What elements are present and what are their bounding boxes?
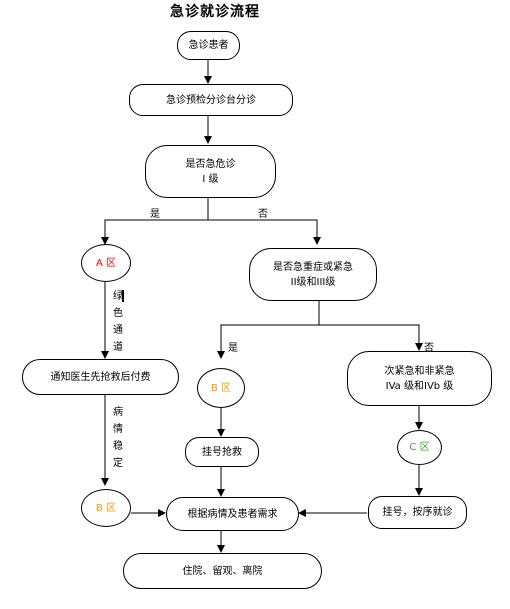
label-stable: 病 情 稳 定 — [113, 407, 123, 469]
label-no-1: 否 — [258, 209, 268, 220]
node-outcome: 住院、留观、离院 — [123, 553, 322, 589]
node-zone-b-left: B 区 — [81, 489, 131, 527]
node-patient: 急诊患者 — [177, 31, 240, 60]
node-q1-line2: I 级 — [202, 173, 219, 185]
edge-q1-branch — [104, 219, 318, 241]
node-q2-line1: 是否急重症或紧急 — [273, 261, 353, 273]
node-q2: 是否急重症或紧急 II级和III级 — [249, 248, 377, 301]
node-q2-line2: II级和III级 — [290, 276, 336, 288]
node-by-need: 根据病情及患者需求 — [166, 497, 299, 531]
node-zone-b-mid: B 区 — [197, 368, 245, 408]
page-title: 急诊就诊流程 — [170, 4, 260, 20]
edge-q2-branch — [220, 324, 420, 354]
node-q3-line1: 次紧急和非紧急 — [384, 365, 455, 377]
node-triage: 急诊预检分诊台分诊 — [129, 84, 293, 116]
node-q1: 是否急危诊 I 级 — [145, 145, 276, 198]
node-register-order: 挂号，按序就诊 — [368, 496, 467, 529]
label-no-2: 否 — [424, 343, 434, 354]
node-q3: 次紧急和非紧急 IVa 级和IVb 级 — [347, 351, 492, 406]
node-register-rescue: 挂号抢救 — [185, 437, 259, 467]
node-q1-line1: 是否急危诊 — [185, 158, 236, 170]
label-yes-1: 是 — [150, 209, 160, 220]
label-green-channel: 绿 色 通 道 — [113, 291, 123, 353]
node-q3-line2: IVa 级和IVb 级 — [385, 380, 454, 392]
node-zone-a: A 区 — [81, 244, 131, 282]
node-notify: 通知医生先抢救后付费 — [22, 359, 179, 395]
node-zone-c: C 区 — [397, 430, 442, 465]
label-yes-2: 是 — [228, 343, 238, 354]
